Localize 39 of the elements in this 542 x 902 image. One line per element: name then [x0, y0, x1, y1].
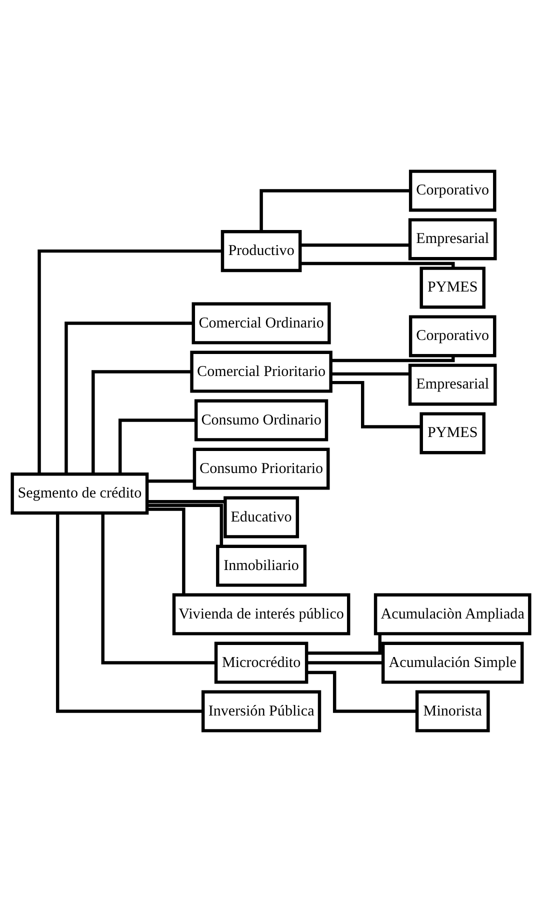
connector — [147, 480, 194, 483]
node-box: Vivienda de interés público — [172, 593, 350, 636]
node-box: Empresarial — [408, 218, 497, 260]
node-box: Microcrédito — [214, 642, 308, 684]
node-box: PYMES — [420, 266, 486, 309]
node-box: Corporativo — [408, 170, 496, 212]
node-box: Educativo — [224, 496, 300, 538]
connector — [92, 370, 192, 474]
connector — [300, 244, 410, 247]
node-box: Inversión Pública — [201, 690, 322, 732]
node-box: Comercial Ordinario — [192, 302, 331, 344]
node-box: Empresarial — [408, 364, 497, 406]
node-box: Inmobiliario — [216, 544, 307, 587]
node-box: Acumulaciòn Ampliada — [374, 593, 532, 636]
connector — [330, 380, 422, 428]
node-box: PYMES — [420, 412, 486, 454]
node-box: Acumulación Simple — [381, 642, 524, 684]
node-box: Segmento de crédito — [10, 472, 149, 515]
connector — [101, 512, 216, 664]
connector — [306, 670, 417, 713]
connector — [56, 513, 203, 713]
connector — [260, 189, 410, 232]
connector — [306, 634, 382, 655]
connector — [147, 504, 224, 546]
connector — [300, 262, 455, 268]
node-box: Corporativo — [408, 315, 496, 358]
connector — [330, 356, 455, 362]
node-box: Minorista — [415, 690, 490, 732]
connector — [147, 500, 225, 504]
node-box: Consumo Ordinario — [194, 399, 328, 442]
node-box: Productivo — [220, 230, 302, 272]
connector — [64, 322, 194, 474]
connector — [330, 372, 410, 376]
connector — [306, 661, 383, 664]
node-box: Comercial Prioritario — [190, 350, 332, 393]
connector — [118, 418, 196, 474]
connector — [38, 249, 222, 474]
connector — [147, 508, 186, 595]
node-box: Consumo Prioritario — [192, 448, 330, 490]
